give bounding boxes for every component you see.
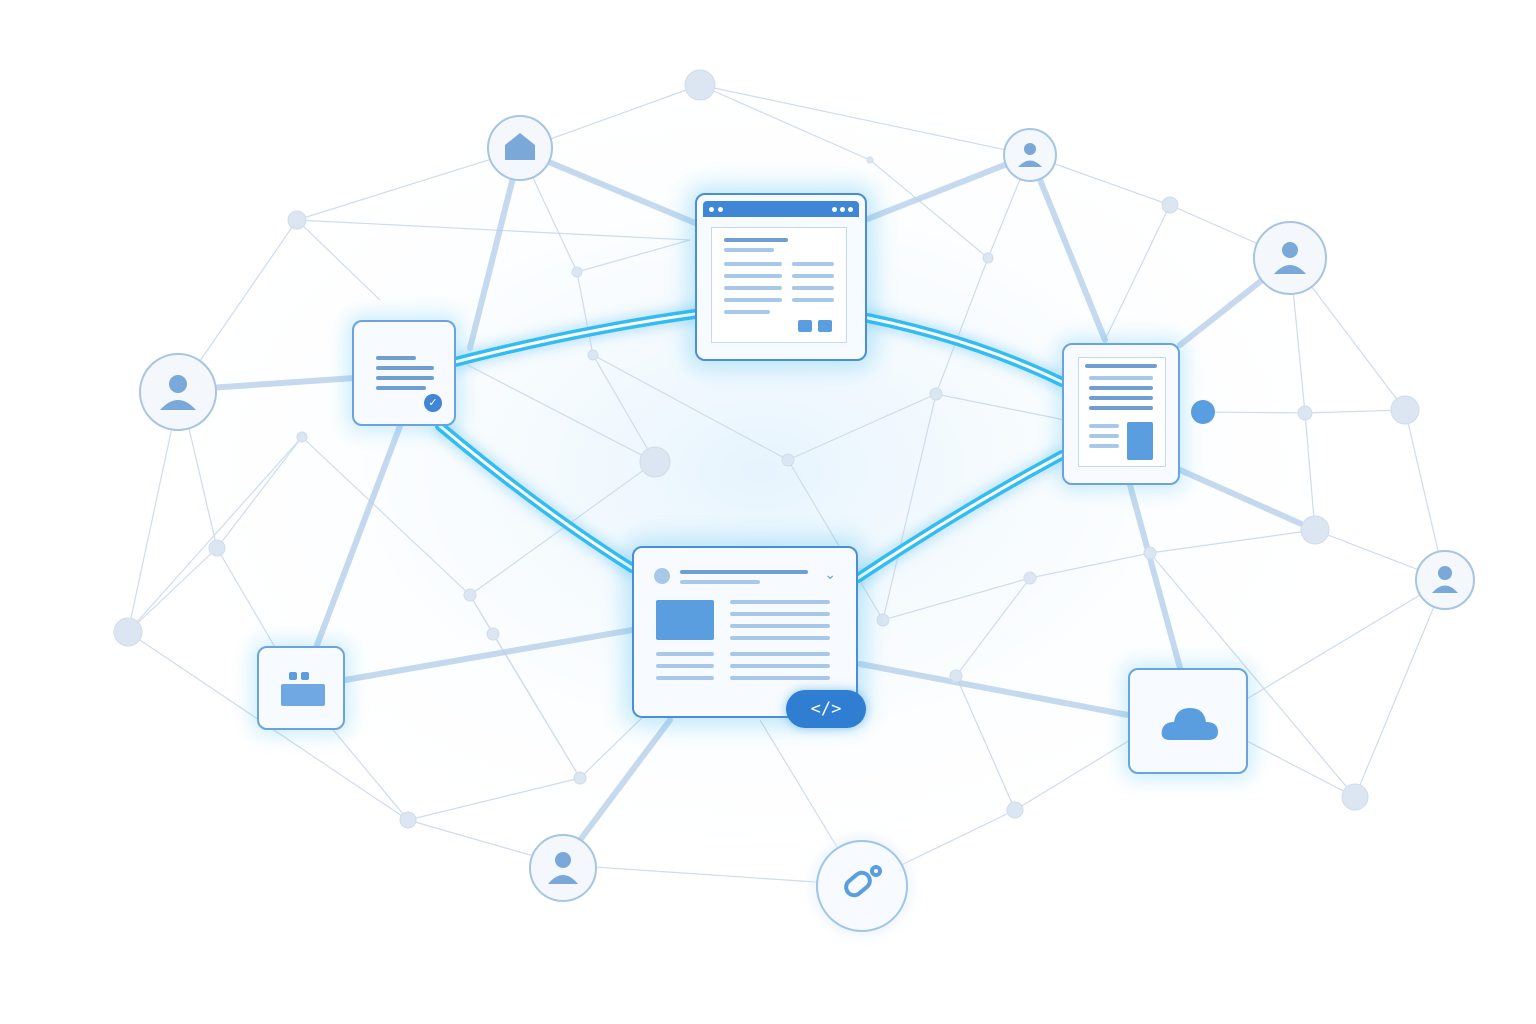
document-icon	[1078, 357, 1166, 467]
image-placeholder	[1127, 422, 1153, 460]
avatar	[654, 568, 670, 584]
background-halo	[120, 50, 1400, 890]
content-line	[1089, 396, 1153, 400]
grid-icon	[281, 672, 325, 706]
content-line	[792, 262, 834, 266]
shield-icon: ✓	[424, 394, 442, 412]
content-line	[1089, 376, 1153, 380]
user-node-right-top[interactable]	[1253, 221, 1327, 295]
user-icon	[1018, 143, 1042, 167]
content-line	[1089, 444, 1119, 448]
content-line	[376, 376, 434, 380]
content-line	[724, 274, 782, 278]
content-line	[376, 366, 434, 370]
content-line	[1089, 434, 1119, 438]
image-placeholder	[656, 600, 714, 640]
user-icon	[1274, 242, 1306, 274]
cloud-icon	[1161, 708, 1218, 740]
mail-icon	[505, 133, 535, 160]
user-node-bottom[interactable]	[529, 834, 597, 902]
content-line	[1085, 364, 1157, 368]
content-line	[1089, 424, 1119, 428]
window-dot	[709, 206, 714, 212]
content-line	[730, 612, 830, 616]
content-line	[656, 664, 714, 668]
grid-card[interactable]	[257, 646, 345, 730]
mail-node[interactable]	[487, 115, 553, 181]
link-node[interactable]	[816, 840, 908, 932]
user-icon	[548, 852, 578, 884]
window-dot	[832, 206, 837, 212]
cloud-card[interactable]	[1128, 668, 1248, 774]
code-icon: </>	[810, 699, 842, 719]
primary-links	[435, 309, 1067, 583]
content-line	[724, 262, 782, 266]
browser-window-card-top[interactable]	[695, 193, 867, 361]
mesh-nodes	[113, 69, 1420, 829]
grid-cell	[289, 672, 297, 680]
content-line	[1089, 386, 1153, 390]
content-line	[730, 652, 830, 656]
content-line	[376, 386, 426, 390]
content-line	[792, 298, 834, 302]
content-line	[656, 676, 714, 680]
content-line	[730, 676, 830, 680]
content-line	[724, 310, 770, 314]
content-line	[680, 580, 760, 584]
highlight-node	[1191, 400, 1215, 424]
content-line	[724, 286, 782, 290]
content-line	[724, 238, 788, 242]
content-line	[1089, 406, 1153, 410]
content-line	[376, 356, 416, 360]
content-line	[792, 274, 834, 278]
window-button[interactable]	[818, 320, 832, 332]
content-line	[730, 624, 830, 628]
content-line	[680, 570, 808, 574]
content-line	[792, 286, 834, 290]
window-button[interactable]	[798, 320, 812, 332]
window-content	[711, 227, 847, 343]
content-line	[730, 636, 830, 640]
window-dot	[848, 206, 853, 212]
document-card-right[interactable]	[1062, 343, 1180, 485]
content-line	[730, 664, 830, 668]
user-node-right[interactable]	[1415, 550, 1475, 610]
content-line	[730, 600, 830, 604]
grid-cell	[281, 684, 325, 706]
content-line	[724, 298, 782, 302]
window-dot	[840, 206, 845, 212]
content-line	[724, 248, 774, 252]
document-card-left[interactable]: ✓	[352, 320, 456, 426]
chevron-down-icon[interactable]: ⌄	[824, 566, 836, 582]
user-icon	[160, 375, 196, 410]
window-title-bar	[703, 201, 859, 217]
user-node-top[interactable]	[1003, 128, 1057, 182]
content-line	[656, 652, 714, 656]
user-node-left[interactable]	[139, 353, 217, 431]
window-dot	[718, 206, 723, 212]
browser-window-card-main[interactable]: ⌄	[632, 546, 858, 718]
grid-cell	[301, 672, 309, 680]
user-icon	[1432, 566, 1458, 593]
code-badge[interactable]: </>	[786, 690, 866, 728]
link-icon	[844, 865, 882, 898]
